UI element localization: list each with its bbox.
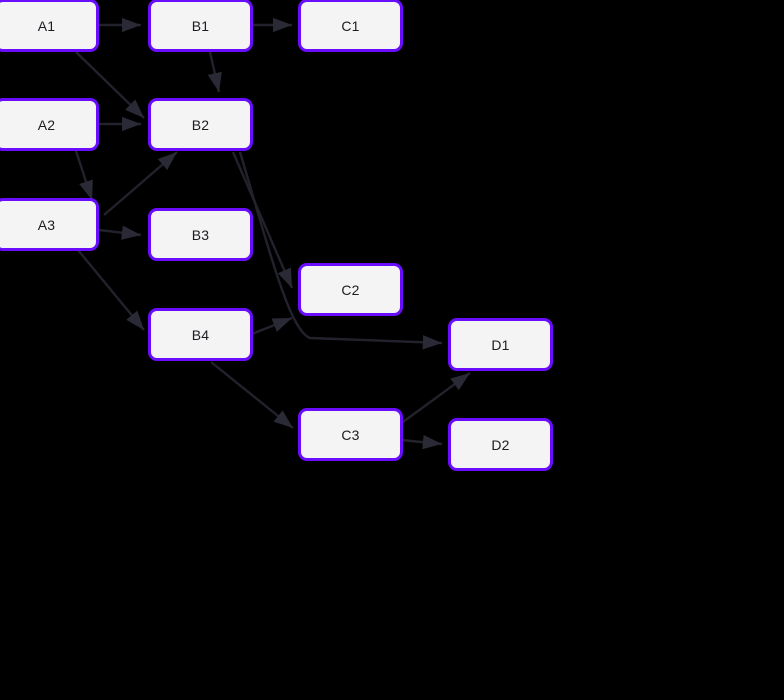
node-label: C3 <box>341 426 360 443</box>
node-b2[interactable]: B2 <box>148 98 253 151</box>
node-b1[interactable]: B1 <box>148 0 253 52</box>
edge-a3-to-b4 <box>77 249 145 331</box>
node-b3[interactable]: B3 <box>148 208 253 261</box>
node-label: A1 <box>37 17 56 34</box>
node-c2[interactable]: C2 <box>298 263 403 316</box>
node-a3[interactable]: A3 <box>0 198 99 251</box>
node-label: D2 <box>491 436 510 453</box>
node-c1[interactable]: C1 <box>298 0 403 52</box>
edge-a3-to-b2 <box>103 151 178 216</box>
edge-a2-to-a3 <box>74 150 94 201</box>
edge-b1-to-b2 <box>207 51 222 93</box>
node-b4[interactable]: B4 <box>148 308 253 361</box>
edge-group <box>74 17 471 450</box>
node-a2[interactable]: A2 <box>0 98 99 151</box>
node-label: B3 <box>191 226 210 243</box>
node-label: A3 <box>37 216 56 233</box>
edge-a3-to-b3 <box>98 225 142 240</box>
edge-b4-to-c2 <box>251 316 293 336</box>
node-d1[interactable]: D1 <box>448 318 553 371</box>
node-label: D1 <box>491 336 510 353</box>
node-a1[interactable]: A1 <box>0 0 99 52</box>
node-d2[interactable]: D2 <box>448 418 553 471</box>
node-label: B2 <box>191 116 210 133</box>
edge-c3-to-d2 <box>400 434 443 450</box>
node-c3[interactable]: C3 <box>298 408 403 461</box>
node-label: C2 <box>341 281 360 298</box>
node-label: B1 <box>191 17 210 34</box>
node-label: B4 <box>191 326 210 343</box>
edge-b4-to-c3 <box>210 361 294 429</box>
node-label: C1 <box>341 17 360 34</box>
node-label: A2 <box>37 116 56 133</box>
